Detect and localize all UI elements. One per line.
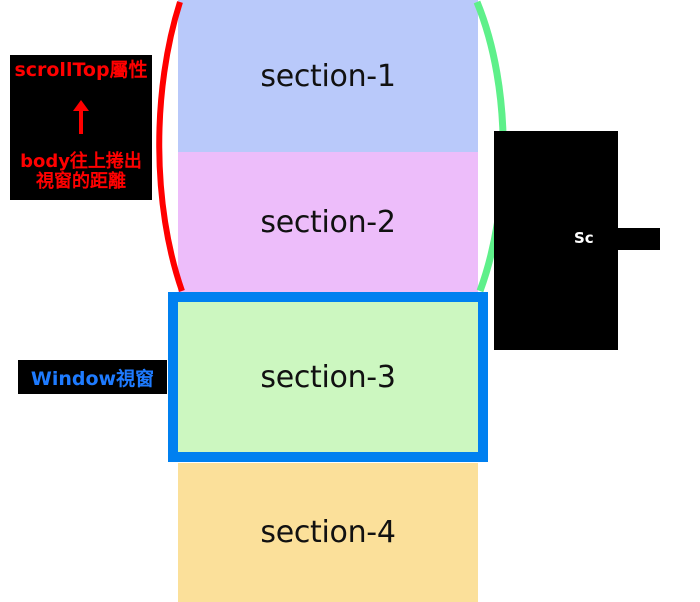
window-label-text: Window視窗 — [30, 367, 155, 390]
scroll-height-occluder — [598, 228, 660, 250]
section-4-block: section-4 — [178, 463, 478, 602]
section-3-block: section-3 — [178, 302, 478, 452]
scrolltop-annotation: scrollTop屬性 body往上捲出 視窗的距離 — [10, 55, 152, 200]
scrolltop-desc-line1: body往上捲出 — [20, 151, 142, 173]
section-1-label: section-1 — [260, 58, 396, 94]
section-3-label: section-3 — [260, 359, 396, 395]
scroll-height-annotation: Sc — [494, 131, 618, 350]
section-4-label: section-4 — [260, 515, 396, 550]
window-annotation: Window視窗 — [18, 360, 167, 394]
scrolltop-property-text: scrollTop屬性 — [14, 59, 148, 81]
section-2-block: section-2 — [178, 152, 478, 292]
scrolltop-desc-line2: 視窗的距離 — [36, 171, 126, 193]
scroll-height-label: Sc — [574, 229, 594, 247]
scrolltop-description: body往上捲出 視窗的距離 — [20, 151, 142, 193]
up-arrow-icon — [10, 100, 152, 135]
section-2-label: section-2 — [260, 204, 396, 240]
section-1-block: section-1 — [178, 0, 478, 152]
